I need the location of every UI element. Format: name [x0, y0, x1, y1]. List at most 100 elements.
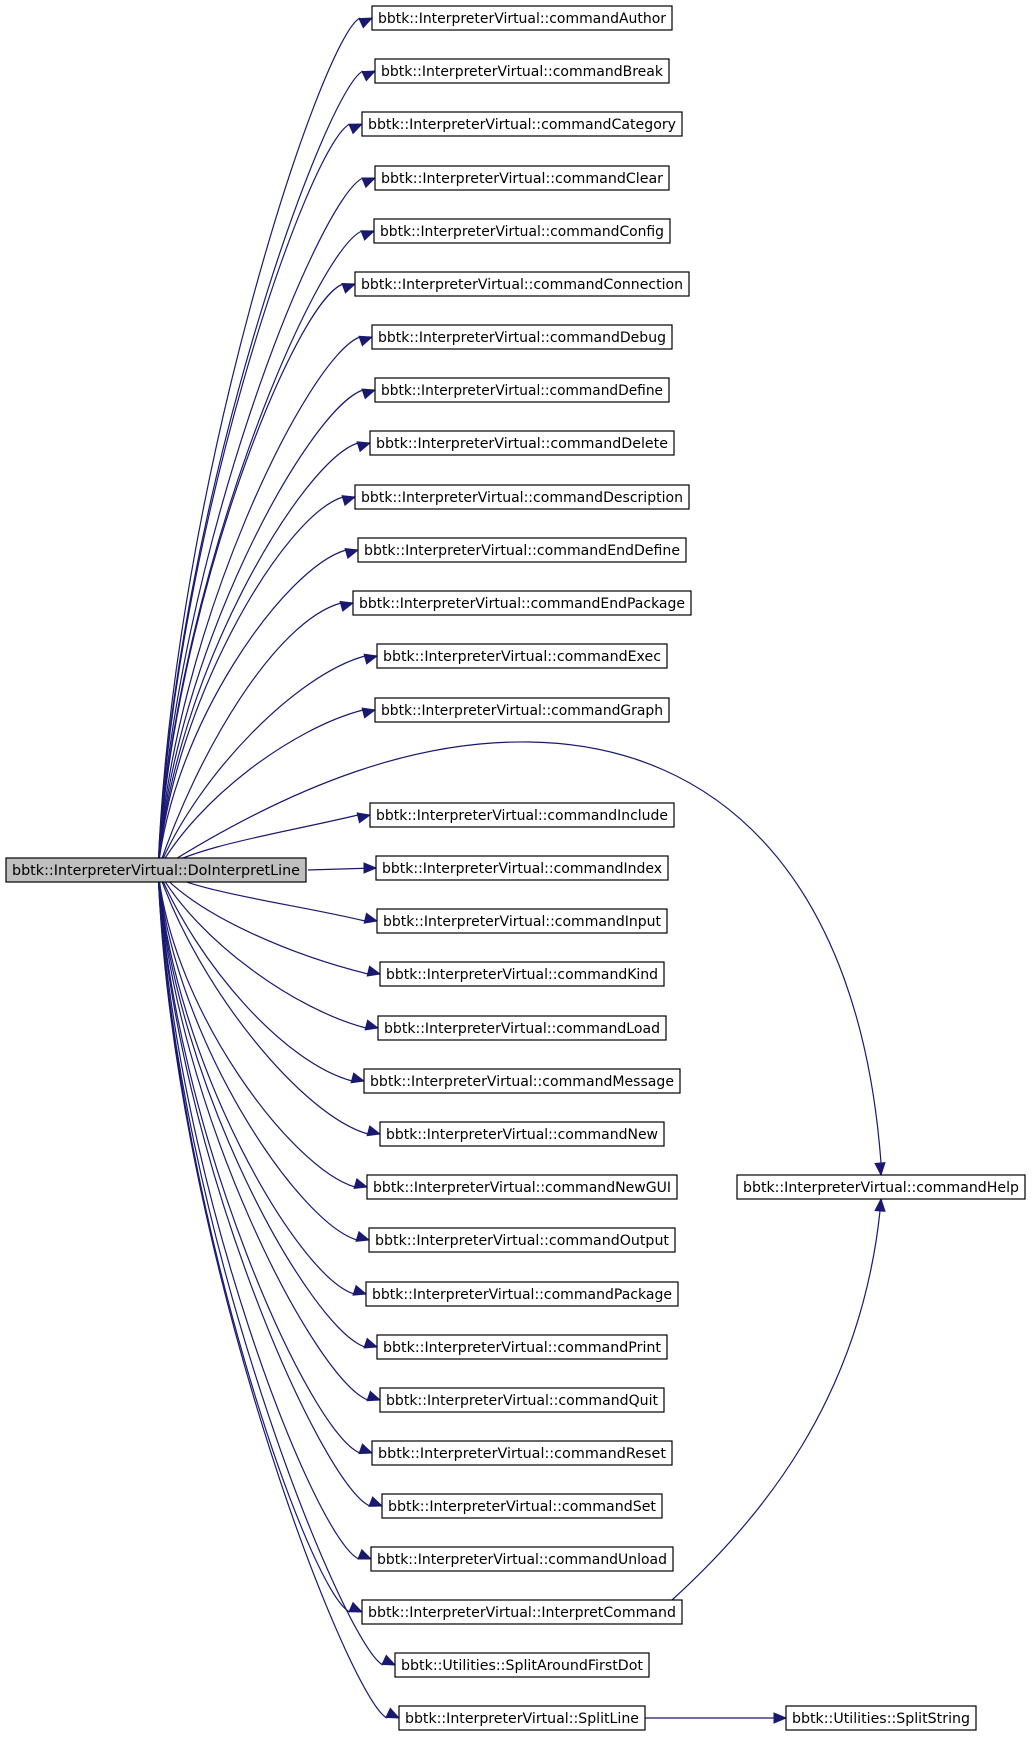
node-command-description[interactable]: bbtk::InterpreterVirtual::commandDescrip… — [354, 484, 690, 510]
edge-to-command-unload-line — [157, 869, 360, 1560]
node-label: bbtk::InterpreterVirtual::commandIndex — [382, 861, 662, 877]
node-split-string[interactable]: bbtk::Utilities::SplitString — [785, 1705, 977, 1731]
node-command-new-gui[interactable]: bbtk::InterpreterVirtual::commandNewGUI — [366, 1174, 678, 1200]
node-label: bbtk::InterpreterVirtual::commandPackage — [372, 1287, 672, 1303]
node-box — [374, 697, 670, 723]
edge-to-command-unload-arrowhead — [357, 1548, 373, 1560]
node-command-package[interactable]: bbtk::InterpreterVirtual::commandPackage — [365, 1281, 679, 1307]
node-command-print[interactable]: bbtk::InterpreterVirtual::commandPrint — [376, 1334, 668, 1360]
node-box — [377, 1015, 667, 1041]
node-command-graph[interactable]: bbtk::InterpreterVirtual::commandGraph — [374, 697, 670, 723]
node-box — [371, 5, 673, 31]
node-label: bbtk::InterpreterVirtual::commandMessage — [370, 1074, 674, 1090]
node-label: bbtk::InterpreterVirtual::commandEndDefi… — [364, 543, 680, 559]
edge-to-command-new — [157, 869, 382, 1137]
edge-interpret-command-to-command-help-arrowhead — [874, 1197, 886, 1212]
node-command-unload[interactable]: bbtk::InterpreterVirtual::commandUnload — [370, 1546, 674, 1572]
edge-to-command-index-line — [307, 867, 375, 871]
node-box — [366, 1174, 678, 1200]
node-box — [5, 857, 307, 883]
node-command-index[interactable]: bbtk::InterpreterVirtual::commandIndex — [375, 855, 669, 881]
node-command-message[interactable]: bbtk::InterpreterVirtual::commandMessage — [363, 1068, 681, 1094]
edge-to-command-reset — [157, 869, 374, 1455]
edge-to-command-index-arrowhead — [363, 862, 378, 874]
node-box — [379, 1387, 665, 1413]
node-command-include[interactable]: bbtk::InterpreterVirtual::commandInclude — [369, 802, 675, 828]
edge-to-command-new-gui-arrowhead — [353, 1177, 369, 1190]
edge-to-command-load — [157, 869, 380, 1031]
edge-to-command-category-line — [157, 123, 351, 871]
edge-to-command-connection — [157, 282, 357, 871]
node-command-define[interactable]: bbtk::InterpreterVirtual::commandDefine — [374, 377, 670, 403]
node-command-category[interactable]: bbtk::InterpreterVirtual::commandCategor… — [361, 111, 683, 137]
node-command-config[interactable]: bbtk::InterpreterVirtual::commandConfig — [373, 218, 671, 244]
node-command-reset[interactable]: bbtk::InterpreterVirtual::commandReset — [371, 1440, 673, 1466]
edge-to-command-delete-line — [157, 442, 359, 871]
edge-to-command-author — [157, 17, 374, 871]
node-command-load[interactable]: bbtk::InterpreterVirtual::commandLoad — [377, 1015, 667, 1041]
edge-to-command-print — [157, 869, 379, 1349]
node-label: bbtk::InterpreterVirtual::commandUnload — [377, 1552, 667, 1568]
edge-to-command-reset-arrowhead — [358, 1443, 374, 1455]
node-command-end-define[interactable]: bbtk::InterpreterVirtual::commandEndDefi… — [357, 537, 687, 563]
node-split-line[interactable]: bbtk::InterpreterVirtual::SplitLine — [398, 1705, 646, 1731]
edge-to-command-set-arrowhead — [368, 1496, 384, 1507]
node-box — [361, 1599, 683, 1625]
node-command-break[interactable]: bbtk::InterpreterVirtual::commandBreak — [374, 58, 670, 84]
edge-to-command-new-line — [157, 869, 369, 1135]
edge-to-command-description-arrowhead — [341, 495, 357, 507]
node-command-set[interactable]: bbtk::InterpreterVirtual::commandSet — [381, 1493, 663, 1519]
node-command-help[interactable]: bbtk::InterpreterVirtual::commandHelp — [736, 1174, 1026, 1200]
edge-to-command-author-arrowhead — [358, 17, 374, 29]
node-command-author[interactable]: bbtk::InterpreterVirtual::commandAuthor — [371, 5, 673, 31]
node-label: bbtk::InterpreterVirtual::commandInclude — [376, 808, 668, 824]
node-label: bbtk::InterpreterVirtual::DoInterpretLin… — [12, 863, 300, 879]
node-split-around-first-dot[interactable]: bbtk::Utilities::SplitAroundFirstDot — [394, 1652, 650, 1678]
edge-to-command-config-arrowhead — [360, 230, 376, 241]
node-box — [370, 1546, 674, 1572]
edge-to-command-break-arrowhead — [361, 70, 377, 82]
node-label: bbtk::InterpreterVirtual::commandDefine — [381, 383, 663, 399]
node-command-quit[interactable]: bbtk::InterpreterVirtual::commandQuit — [379, 1387, 665, 1413]
node-label: bbtk::InterpreterVirtual::commandPrint — [383, 1340, 661, 1356]
edge-to-command-exec — [157, 653, 379, 871]
node-label: bbtk::InterpreterVirtual::commandExec — [383, 649, 661, 665]
edge-root-to-command-help-line — [157, 741, 882, 1164]
edge-to-split-line-arrowhead — [385, 1707, 401, 1719]
node-command-kind[interactable]: bbtk::InterpreterVirtual::commandKind — [379, 961, 665, 987]
edge-to-command-end-package-arrowhead — [339, 600, 355, 612]
edge-to-split-line-line — [157, 869, 388, 1719]
node-box — [374, 58, 670, 84]
node-label: bbtk::InterpreterVirtual::commandCategor… — [368, 117, 676, 133]
edge-to-command-graph — [157, 707, 377, 871]
edge-to-command-end-define — [157, 547, 360, 871]
node-command-clear[interactable]: bbtk::InterpreterVirtual::commandClear — [374, 165, 670, 191]
edge-to-command-quit-line — [157, 869, 369, 1401]
node-command-exec[interactable]: bbtk::InterpreterVirtual::commandExec — [376, 643, 668, 669]
node-box — [374, 377, 670, 403]
edge-to-command-config — [157, 230, 376, 871]
node-box — [365, 1281, 679, 1307]
node-label: bbtk::InterpreterVirtual::commandClear — [381, 171, 663, 187]
edge-to-command-load-line — [157, 869, 367, 1029]
node-box — [379, 1121, 665, 1147]
node-label: bbtk::InterpreterVirtual::commandBreak — [381, 64, 664, 80]
node-command-delete[interactable]: bbtk::InterpreterVirtual::commandDelete — [369, 430, 675, 456]
edge-to-command-package-line — [157, 869, 355, 1295]
node-command-output[interactable]: bbtk::InterpreterVirtual::commandOutput — [368, 1227, 676, 1253]
node-label: bbtk::InterpreterVirtual::commandQuit — [386, 1393, 658, 1409]
node-command-end-package[interactable]: bbtk::InterpreterVirtual::commandEndPack… — [352, 590, 692, 616]
node-command-connection[interactable]: bbtk::InterpreterVirtual::commandConnect… — [354, 271, 690, 297]
node-command-debug[interactable]: bbtk::InterpreterVirtual::commandDebug — [371, 324, 673, 350]
node-label: bbtk::InterpreterVirtual::commandKind — [386, 967, 658, 983]
node-command-input[interactable]: bbtk::InterpreterVirtual::commandInput — [376, 908, 668, 934]
node-command-new[interactable]: bbtk::InterpreterVirtual::commandNew — [379, 1121, 665, 1147]
node-label: bbtk::InterpreterVirtual::commandAuthor — [378, 11, 666, 27]
node-interpret-command[interactable]: bbtk::InterpreterVirtual::InterpretComma… — [361, 1599, 683, 1625]
edge-to-command-include-arrowhead — [356, 812, 372, 824]
edge-to-command-set — [157, 869, 384, 1507]
node-box — [357, 537, 687, 563]
node-box — [398, 1705, 646, 1731]
node-do-interpret-line[interactable]: bbtk::InterpreterVirtual::DoInterpretLin… — [5, 857, 307, 883]
